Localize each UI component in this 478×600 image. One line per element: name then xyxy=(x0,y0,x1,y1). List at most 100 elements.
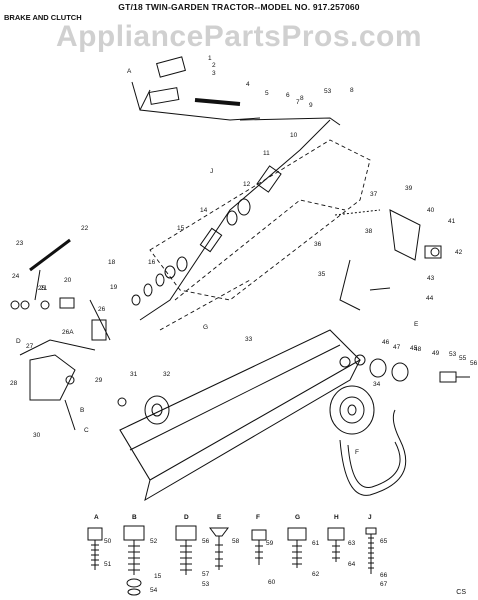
callout-E: E xyxy=(414,321,419,328)
hardware-part-62: 62 xyxy=(312,571,320,578)
left-lever xyxy=(10,238,111,341)
brake-band xyxy=(19,339,96,431)
callout-26: 26 xyxy=(98,306,106,313)
callout-38: 38 xyxy=(365,228,373,235)
callout-8: 8 xyxy=(300,95,304,102)
callout-18: 18 xyxy=(108,259,116,266)
hardware-part-56: 56 xyxy=(202,538,210,545)
callout-11: 11 xyxy=(263,150,270,157)
callout-44: 44 xyxy=(426,295,434,302)
callout-28: 28 xyxy=(10,380,18,387)
hardware-letter-J: J xyxy=(368,514,372,521)
callout-39: 39 xyxy=(405,185,413,192)
callout-5: 5 xyxy=(265,90,269,97)
callout-26A: 26A xyxy=(62,329,74,336)
hardware-letter-G: G xyxy=(295,514,300,521)
frame-outline xyxy=(149,139,371,331)
callout-24: 24 xyxy=(12,273,20,280)
hardware-part-57: 57 xyxy=(202,571,210,578)
callout-D: D xyxy=(16,338,21,345)
drive-belt xyxy=(339,409,407,496)
hardware-letter-E: E xyxy=(217,514,222,521)
callout-25: 25 xyxy=(38,285,46,292)
hardware-part-59: 59 xyxy=(266,540,274,547)
callout-35: 35 xyxy=(318,271,326,278)
hardware-part-63: 63 xyxy=(348,540,356,547)
callout-23: 23 xyxy=(16,240,24,247)
callout-29: 29 xyxy=(95,377,103,384)
callout-19: 19 xyxy=(110,284,118,291)
section-label: BRAKE AND CLUTCH xyxy=(4,13,82,22)
callout-53: 53 xyxy=(449,351,457,358)
pedal-rod xyxy=(131,56,341,126)
hardware-letter-B: B xyxy=(132,514,137,521)
right-hardware-row xyxy=(339,354,470,383)
right-bracket xyxy=(334,209,442,311)
callout-10: 10 xyxy=(290,132,298,139)
callout-43: 43 xyxy=(427,275,435,282)
callout-37: 37 xyxy=(370,191,378,198)
watermark: AppliancePartsPros.com xyxy=(55,20,423,53)
hardware-part-54: 54 xyxy=(150,587,158,594)
callout-J: J xyxy=(210,168,213,175)
hardware-letter-F: F xyxy=(256,514,260,521)
callout-1: 1 xyxy=(208,55,212,62)
callout-40: 40 xyxy=(427,207,435,214)
callout-8: 8 xyxy=(350,87,354,94)
callout-27: 27 xyxy=(26,343,34,350)
callout-B: B xyxy=(80,407,84,414)
callout-53: 53 xyxy=(324,88,332,95)
callout-12: 12 xyxy=(243,181,251,188)
callout-G: G xyxy=(203,324,208,331)
callout-46: 46 xyxy=(382,339,390,346)
callout-49: 49 xyxy=(432,350,440,357)
hardware-letter-A: A xyxy=(94,514,99,521)
callout-22: 22 xyxy=(81,225,89,232)
callout-14: 14 xyxy=(200,207,208,214)
hardware-part-66: 66 xyxy=(380,572,388,579)
callout-16: 16 xyxy=(148,259,156,266)
callout-30: 30 xyxy=(33,432,41,439)
hardware-part-65: 65 xyxy=(380,538,388,545)
callout-34: 34 xyxy=(373,381,381,388)
main-pulley xyxy=(329,385,375,435)
callout-F: F xyxy=(355,449,359,456)
callout-7: 7 xyxy=(296,99,300,106)
callout-47: 47 xyxy=(393,344,401,351)
hardware-part-64: 64 xyxy=(348,561,356,568)
callout-3: 3 xyxy=(212,70,216,77)
callout-56: 56 xyxy=(470,360,478,367)
callout-20: 20 xyxy=(64,277,72,284)
hardware-part-61: 61 xyxy=(312,540,320,547)
hardware-letter-H: H xyxy=(334,514,339,521)
hardware-part-53: 53 xyxy=(202,581,210,588)
diagram-title: GT/18 TWIN-GARDEN TRACTOR--MODEL NO. 917… xyxy=(118,2,360,12)
hardware-letter-D: D xyxy=(184,514,189,521)
diagram-code: CS xyxy=(456,589,466,596)
hardware-part-15: 15 xyxy=(154,573,162,580)
hardware-part-58: 58 xyxy=(232,538,240,545)
callout-4: 4 xyxy=(246,81,250,88)
callout-21: 21 xyxy=(40,285,48,292)
callout-33: 33 xyxy=(245,336,253,343)
hardware-labels: A5051B521554D565753E58F5960G6162H6364J65… xyxy=(94,514,388,594)
callout-15: 15 xyxy=(177,225,185,232)
callout-6: 6 xyxy=(286,92,290,99)
hardware-part-67: 67 xyxy=(380,581,388,588)
callout-9: 9 xyxy=(309,102,313,109)
hardware-part-60: 60 xyxy=(268,579,276,586)
idler-pulley xyxy=(117,395,170,425)
callout-2: 2 xyxy=(212,62,216,69)
callout-55: 55 xyxy=(459,355,467,362)
shaft-stack xyxy=(131,198,251,306)
callout-45: 45 xyxy=(410,345,418,352)
lower-frame xyxy=(119,329,361,502)
callout-31: 31 xyxy=(130,371,138,378)
hardware-row xyxy=(87,525,377,596)
hardware-part-51: 51 xyxy=(104,561,112,568)
callout-32: 32 xyxy=(163,371,171,378)
hardware-part-50: 50 xyxy=(104,538,112,545)
callout-48: 48 xyxy=(414,346,422,353)
